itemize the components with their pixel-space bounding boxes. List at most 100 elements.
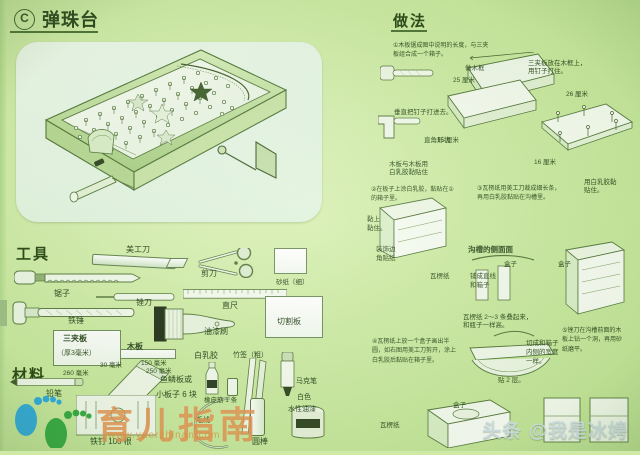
material-label-7: 鱼鳞板或 xyxy=(160,375,192,384)
paint-brush-icon xyxy=(153,305,240,343)
step-4-number: ④ xyxy=(372,339,378,345)
diagram-label-20: 瓦楞纸 xyxy=(430,273,450,280)
utility-knife-icon xyxy=(91,253,177,270)
material-label-12: 马克笔 xyxy=(296,378,317,385)
diagram-label-6: 15 厘米 xyxy=(437,137,460,144)
tool-label-8: 切割板 xyxy=(277,317,301,326)
diagram-label-28: 贴 2 层。 xyxy=(498,377,525,384)
material-label-17: 圆棒 xyxy=(252,437,268,446)
cutting-board-icon xyxy=(265,296,323,338)
white-glue-bottle-icon xyxy=(202,361,222,396)
diagram-label-25: 切成和箱子 xyxy=(526,340,559,347)
diagram-label-14: 角贴纸 xyxy=(376,255,396,262)
paint-can-icon xyxy=(290,405,326,443)
box-assembly-diagram-right xyxy=(556,240,628,316)
diagram-label-4: 做木框 xyxy=(465,65,485,72)
section-letter-badge: C xyxy=(14,8,35,30)
page-left-edge xyxy=(0,0,6,451)
material-label-4: 30 毫米 xyxy=(100,362,123,369)
diagram-label-23: 瓦楞纸 2～3 条叠起来， xyxy=(463,314,533,321)
watermark-url: www.yuerzhinan.com xyxy=(108,430,221,441)
corrugated-strip-diagram xyxy=(464,330,560,384)
watermark-author-credit: 头条 @我是冰娉 xyxy=(482,421,628,442)
diagram-label-22: 盒子 xyxy=(558,261,571,268)
wood-board-icon xyxy=(120,349,176,359)
footprints-logo-icon xyxy=(2,390,94,450)
diagram-label-5: 25 厘米 xyxy=(453,77,476,84)
file-tool-icon xyxy=(96,288,176,301)
pencil-icon xyxy=(10,374,84,386)
diagram-label-8: 用钉子打住。 xyxy=(528,68,567,75)
step-1-number: ① xyxy=(393,43,399,49)
tool-label-0: 美工刀 xyxy=(126,245,150,254)
step-5-text: 锉刀在沟槽前面的木板上钻一个洞，再用砂纸磨平。 xyxy=(562,328,623,353)
material-label-1: （厚3毫米） xyxy=(57,350,96,357)
step-1: ①木板锯成图中说明的长度，与三夹板组合成一个箱子。 xyxy=(393,42,493,61)
diagram-label-10: 16 厘米 xyxy=(534,159,557,166)
diagram-label-0: 垂直把钉子打进去。 xyxy=(394,109,453,116)
plywood-sheet-icon xyxy=(53,330,121,366)
plywood-top-panel-diagram xyxy=(520,100,638,162)
diagram-label-17: 沟槽的侧面面 xyxy=(468,245,513,254)
small-glue-bottle-icon xyxy=(227,378,238,396)
diagram-label-30: 瓦楞纸 xyxy=(380,422,400,429)
step-5: ⑤锉刀在沟槽前面的木板上钻一个洞，再用砂纸磨平。 xyxy=(562,327,624,355)
page-title: 弹珠台 xyxy=(42,10,99,30)
step-3-number: ③ xyxy=(477,186,483,192)
tool-label-4: 锉刀 xyxy=(136,298,152,307)
saw-icon xyxy=(13,268,144,290)
material-label-3: 木板 xyxy=(127,342,143,351)
diagram-label-11: 用白乳胶黏 xyxy=(584,179,617,186)
page-header: C 弹珠台 xyxy=(14,6,99,32)
diagram-label-24: 和瓶子一样高。 xyxy=(463,322,509,329)
step-2-number: ② xyxy=(371,187,377,193)
box-assembly-diagram-left xyxy=(372,196,450,259)
rubber-band-icon xyxy=(190,396,242,450)
diagram-label-27: 一样。 xyxy=(526,358,546,365)
watermark-site-name: 育儿指南 xyxy=(96,405,260,446)
header-underline xyxy=(10,31,98,33)
step-2: ②在板子上涂白乳胶，黏贴在①的箱子里。 xyxy=(371,186,457,205)
material-label-9: 白乳胶 xyxy=(194,351,218,360)
scissors-icon xyxy=(196,245,258,279)
final-box-diagram xyxy=(420,396,516,449)
tool-label-1: 剪刀 xyxy=(201,269,217,278)
method-underline xyxy=(391,30,427,32)
step-4: ④瓦楞纸上放一个盒子画出半圆，如右图用美工刀剪开，涂上白乳胶后黏贴在箱子里。 xyxy=(372,338,458,366)
material-label-5: 150 毫米 xyxy=(141,360,167,367)
utility-knife-blade-icon xyxy=(165,258,189,268)
nail-hammer-detail-icon xyxy=(379,62,434,86)
method-section-title: 做法 xyxy=(393,13,428,30)
box-assembly-diagram-mid xyxy=(468,252,538,310)
step-3: ③瓦楞纸用美工刀裁成细长条，再用白乳胶黏贴在沟槽里。 xyxy=(477,185,565,204)
diagram-label-3: 白乳胶黏贴住 xyxy=(389,169,428,176)
ruler-icon xyxy=(182,286,288,299)
tool-label-5: 直尺 xyxy=(222,301,238,310)
pinball-table-drawing xyxy=(44,49,288,203)
step-5-number: ⑤ xyxy=(562,328,568,334)
diagram-label-1: 直角形状 xyxy=(424,137,450,144)
sandpaper-icon xyxy=(274,248,307,274)
material-label-10: 橡皮筋 1 条 xyxy=(204,397,238,404)
diagram-label-19: 和箱子 xyxy=(470,282,490,289)
right-angle-detail-icon xyxy=(377,112,422,140)
diagram-label-15: 黏上 xyxy=(367,216,380,223)
material-label-16: 铁钉 100 根 xyxy=(90,437,132,446)
material-label-0: 三夹板 xyxy=(63,334,87,343)
material-label-15: 铅笔 xyxy=(46,389,62,398)
material-label-6: 250 毫米 xyxy=(146,368,172,375)
diagram-label-26: 内侧的宽度 xyxy=(526,349,559,356)
step-3-text: 瓦楞纸用美工刀裁成细长条，再用白乳胶黏贴在沟槽里。 xyxy=(477,186,561,202)
corner-frame-diagram xyxy=(540,396,632,448)
material-label-2: 260 毫米 xyxy=(63,370,89,377)
step-1-text: 木板锯成图中说明的长度，与三夹板组合成一个箱子。 xyxy=(393,43,489,59)
step-4-text: 瓦楞纸上放一个盒子画出半圆，如右图用美工刀剪开，涂上白乳胶后黏贴在箱子里。 xyxy=(372,339,457,364)
tool-label-3: 锯子 xyxy=(54,289,70,298)
material-label-11: 竹签（粗） xyxy=(233,352,268,359)
tool-label-6: 铁锤 xyxy=(68,316,84,325)
tool-label-7: 油漆刷 xyxy=(204,327,228,336)
material-label-14: 水性油漆 xyxy=(288,406,316,413)
hammer-icon xyxy=(12,300,138,326)
marker-pen-icon xyxy=(276,351,300,398)
